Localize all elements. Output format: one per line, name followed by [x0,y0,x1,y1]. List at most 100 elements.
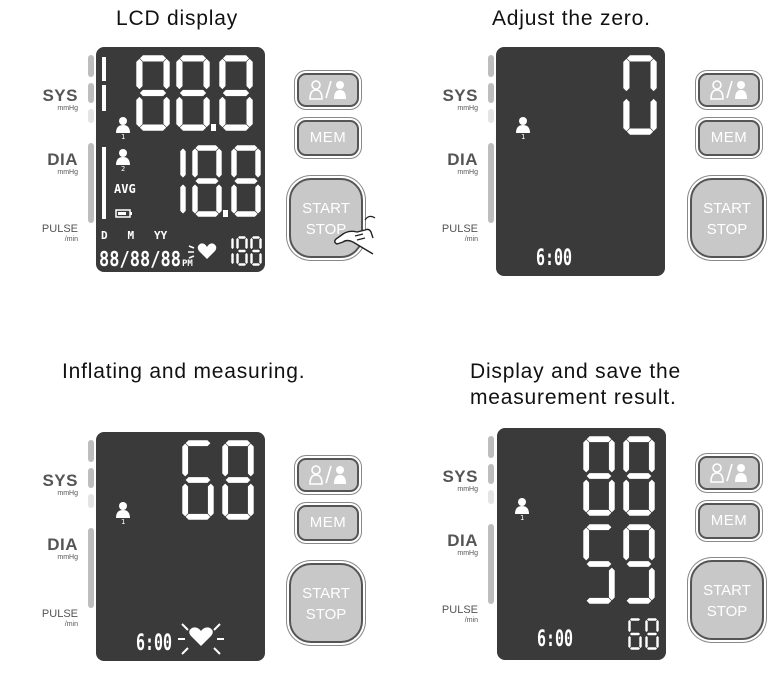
segment-g [585,472,613,480]
segment-d [629,646,641,651]
segment-f [191,147,199,179]
digit-8 [221,439,255,521]
mem-button[interactable]: MEM [297,505,359,541]
svg-text:1: 1 [521,133,525,141]
user-select-button[interactable] [297,458,359,492]
user-switch-icon [710,80,747,100]
mem-button[interactable]: MEM [297,120,359,156]
sys-unit: mmHg [57,490,78,497]
start-stop-button[interactable]: START STOP [690,560,764,640]
pulse-label: PULSE [441,604,478,616]
panel-caption: Adjust the zero. [492,7,651,30]
segment-c [648,478,656,514]
segment-d [233,210,259,218]
dia-label: DIA [47,535,78,554]
svg-text:2: 2 [121,165,125,173]
indicator-segment [102,57,106,81]
segment-e [230,183,238,215]
segment-f [622,57,631,93]
sys-unit: mmHg [457,105,478,112]
segment-d [625,597,653,605]
segment-a [138,54,168,63]
sys-indicator-bar [88,55,94,77]
dia-label: DIA [447,150,478,169]
side-labels: SYS mmHg DIA mmHg PULSE /min [0,440,94,680]
segment-b [649,57,658,93]
stop-label: STOP [305,221,347,238]
dia-label: DIA [447,531,478,550]
segment-a [178,54,208,63]
segment-c [244,252,249,265]
segment-d [178,123,208,132]
svg-text:1: 1 [121,518,125,526]
side-labels: SYS mmHg DIA mmHg PULSE /min [0,55,94,295]
segment-e [175,95,184,129]
segment-a [221,54,251,63]
segment-c [202,95,211,129]
segment-b [179,147,187,179]
digit-0 [622,54,658,136]
user-switch-icon [710,463,747,483]
segment-c [245,95,254,129]
pulse-label: PULSE [441,223,478,235]
dia-unit: mmHg [57,554,78,561]
digit-8 [622,435,656,517]
dia-indicator-bar [488,143,494,223]
pulse-label: PULSE [41,608,78,620]
segment-d [221,123,251,132]
side-labels: SYS mmHg DIA mmHg PULSE /min [400,436,494,676]
segment-d [585,597,613,605]
date-header: D M YY [101,229,168,242]
segment-a [224,439,252,447]
start-stop-button[interactable]: START STOP [690,178,764,258]
segment-g [194,177,220,185]
sys-indicator-bar [488,55,494,77]
segment-b [230,237,235,250]
user-select-button[interactable] [698,456,760,490]
indicator-bar [88,109,94,123]
start-label: START [302,585,350,602]
dia-label: DIA [47,150,78,169]
segment-b [215,147,223,179]
start-stop-button[interactable]: START STOP [289,178,363,258]
user-select-button[interactable] [297,73,359,107]
user-select-button[interactable] [698,73,760,107]
clock-time: 6:00 [536,246,572,271]
segment-f [230,147,238,179]
segment-c [230,252,235,265]
segment-f [221,442,229,478]
segment-b [162,57,171,91]
svg-text:1: 1 [121,133,125,141]
sys-unit: mmHg [457,486,478,493]
segment-g [625,560,653,568]
sys-indicator-bar [88,83,94,103]
segment-e [135,95,144,129]
sys-indicator-bar [88,468,94,488]
sys-indicator-bar [488,464,494,484]
mem-button[interactable]: MEM [698,503,760,539]
pointing-hand-icon [334,215,376,255]
heartbeat-icon [178,623,224,655]
segment-b [244,237,249,250]
sys-label: SYS [42,471,78,490]
battery-icon [115,209,132,218]
digit-1 [230,237,235,265]
pulse-unit: /min [64,621,78,628]
indicator-segment [102,85,106,111]
segment-f [622,526,630,562]
segment-c [649,97,658,133]
segment-a [625,54,655,63]
digit-8 [175,54,211,132]
segment-f [644,619,649,633]
start-stop-button[interactable]: START STOP [289,563,363,643]
segment-b [648,438,656,474]
digit-8 [582,435,616,517]
digit-8 [191,144,223,218]
segment-g [251,249,261,253]
indicator-segment [102,147,106,219]
mem-button[interactable]: MEM [698,120,760,156]
segment-d [138,123,168,132]
segment-e [221,482,229,518]
segment-d [194,210,220,218]
segment-e [644,635,649,649]
